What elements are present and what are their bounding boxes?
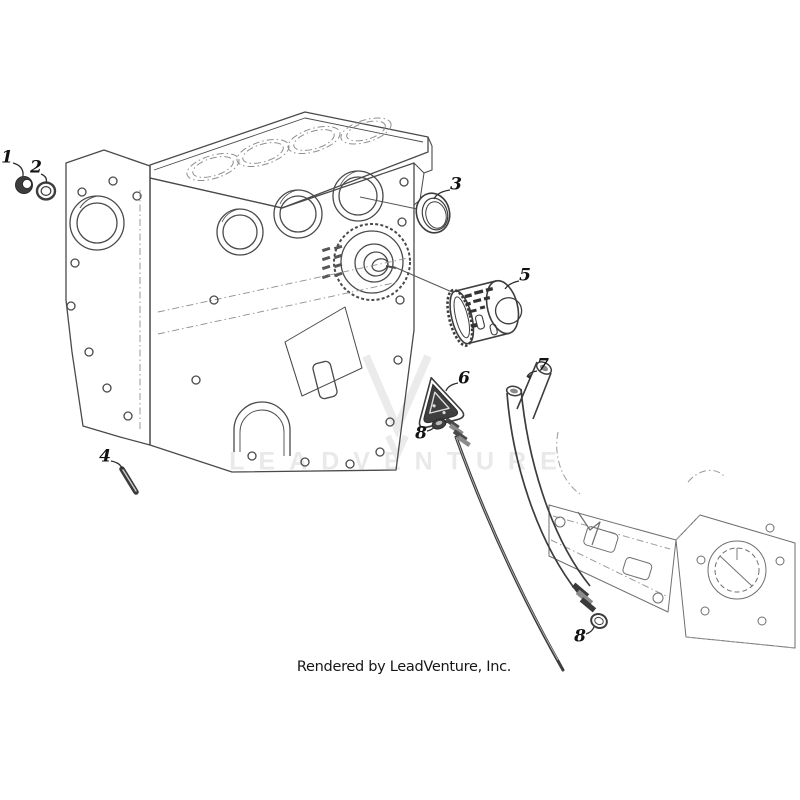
washer-drawing	[35, 181, 57, 201]
tube-end-fitting	[571, 582, 597, 613]
oil-pump-boss	[333, 223, 411, 301]
oil-filter-drawing	[391, 265, 523, 347]
callout-8-upper: 8	[415, 423, 427, 444]
leader-line-6	[445, 382, 459, 392]
dipstick-drawing	[418, 376, 565, 672]
watermark-chevron-inner	[385, 434, 409, 464]
watermark-chevron-outer	[362, 354, 432, 439]
leader-line-4	[110, 460, 123, 470]
callout-4: 4	[99, 446, 111, 467]
engine-front-face	[149, 162, 425, 473]
leader-line-3	[433, 189, 451, 200]
footer-credit: Rendered by LeadVenture, Inc.	[296, 659, 512, 675]
callout-8-lower: 8	[574, 626, 586, 647]
leader-line-1	[12, 162, 24, 177]
engine-block-drawing	[65, 111, 433, 473]
callout-3: 3	[450, 174, 462, 195]
leader-line-7	[526, 370, 538, 378]
dipstick-collar	[444, 417, 471, 447]
leader-lines	[12, 162, 595, 635]
callout-7: 7	[537, 355, 549, 376]
leader-line-8a	[426, 426, 435, 432]
leader-line-8b	[585, 626, 595, 635]
callout-1: 1	[1, 147, 13, 168]
callout-6: 6	[458, 368, 470, 389]
pin-drawing	[119, 466, 139, 495]
plug-drawing	[15, 176, 33, 194]
lower-engine-section-drawing	[548, 431, 796, 649]
oring-lower-drawing	[590, 613, 608, 629]
leader-line-2	[40, 173, 48, 184]
filter-label-band	[464, 286, 494, 329]
seal-ring-drawing	[359, 192, 451, 234]
oring-upper-drawing	[431, 418, 447, 430]
dipstick-tube-drawing	[505, 361, 597, 613]
callout-5: 5	[519, 265, 531, 286]
leader-line-5	[504, 280, 520, 290]
callout-2: 2	[30, 157, 42, 178]
leader-arrow-7	[527, 374, 531, 379]
engine-deck	[149, 111, 433, 209]
engine-left-face	[65, 149, 151, 446]
